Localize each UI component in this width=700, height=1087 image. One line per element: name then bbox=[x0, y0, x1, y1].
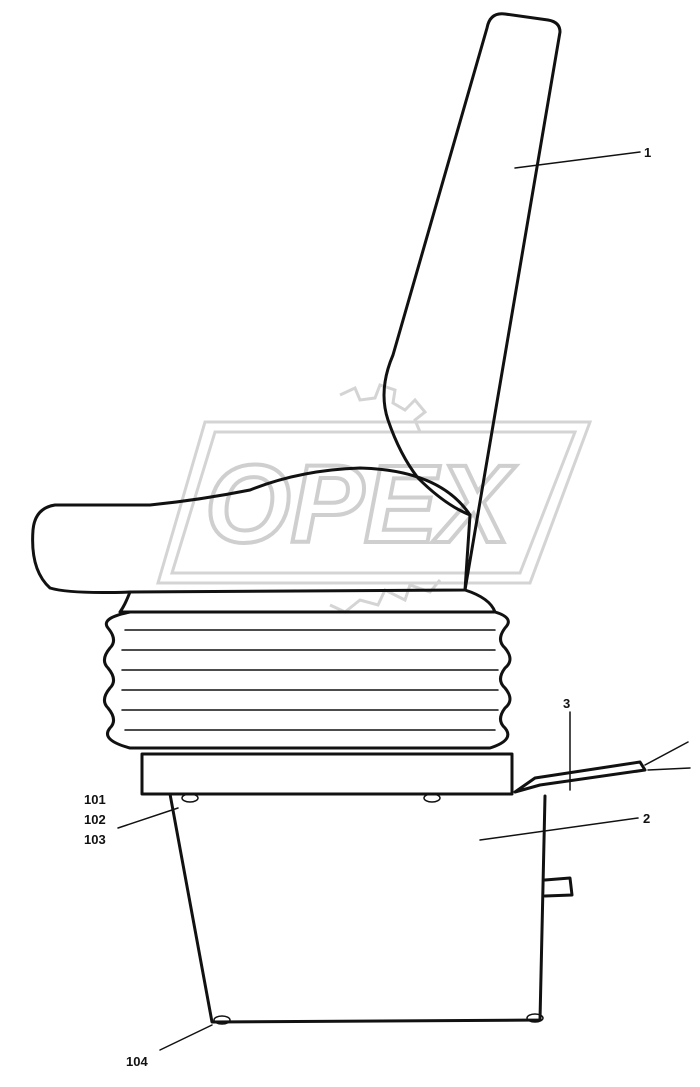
backrest bbox=[382, 12, 562, 592]
watermark-text: OPEX bbox=[205, 443, 516, 566]
watermark-frame-inner bbox=[169, 430, 578, 575]
opex-watermark: OPEX bbox=[155, 383, 593, 614]
side-hook bbox=[543, 876, 574, 898]
bellows bbox=[103, 610, 512, 750]
mounting-bolts bbox=[181, 793, 544, 1025]
callout-1: 1 bbox=[644, 145, 651, 160]
seat-cushion bbox=[31, 466, 472, 594]
bellows-top-band bbox=[118, 588, 497, 614]
callout-3: 3 bbox=[563, 696, 570, 711]
watermark-frame-outer bbox=[155, 420, 593, 585]
lever-arrows bbox=[644, 741, 691, 771]
console-box bbox=[168, 792, 547, 1024]
bellows-fold-lines bbox=[121, 629, 499, 731]
callout-2: 2 bbox=[643, 811, 650, 826]
callout-104: 104 bbox=[126, 1054, 148, 1069]
leader-lines bbox=[117, 151, 641, 1051]
adjustment-lever bbox=[513, 760, 647, 794]
callout-103: 103 bbox=[84, 832, 106, 847]
base-plate bbox=[140, 752, 514, 796]
callout-101: 101 bbox=[84, 792, 106, 807]
callout-102: 102 bbox=[84, 812, 106, 827]
